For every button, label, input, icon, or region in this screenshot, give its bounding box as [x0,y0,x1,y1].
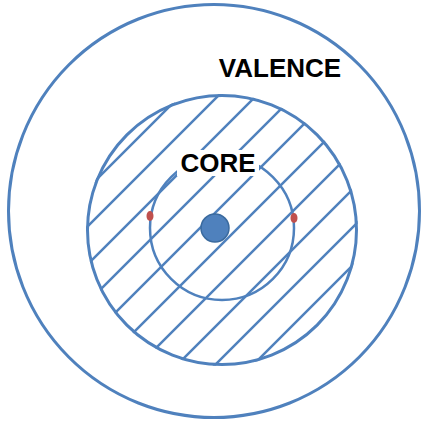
core-region-border [88,96,357,365]
valence-shell: VALENCE CORE [7,3,421,419]
nucleus [201,214,229,242]
inner-shell [150,156,294,300]
electron [147,211,154,221]
core-region: CORE [86,94,358,366]
valence-shell-border [9,5,420,418]
core-region-outline [86,94,358,366]
valence-shell-outline [7,3,421,419]
core-region-label: CORE [177,150,258,176]
valence-shell-label: VALENCE [219,55,341,81]
core-hatching [0,80,428,380]
electron [291,213,298,223]
